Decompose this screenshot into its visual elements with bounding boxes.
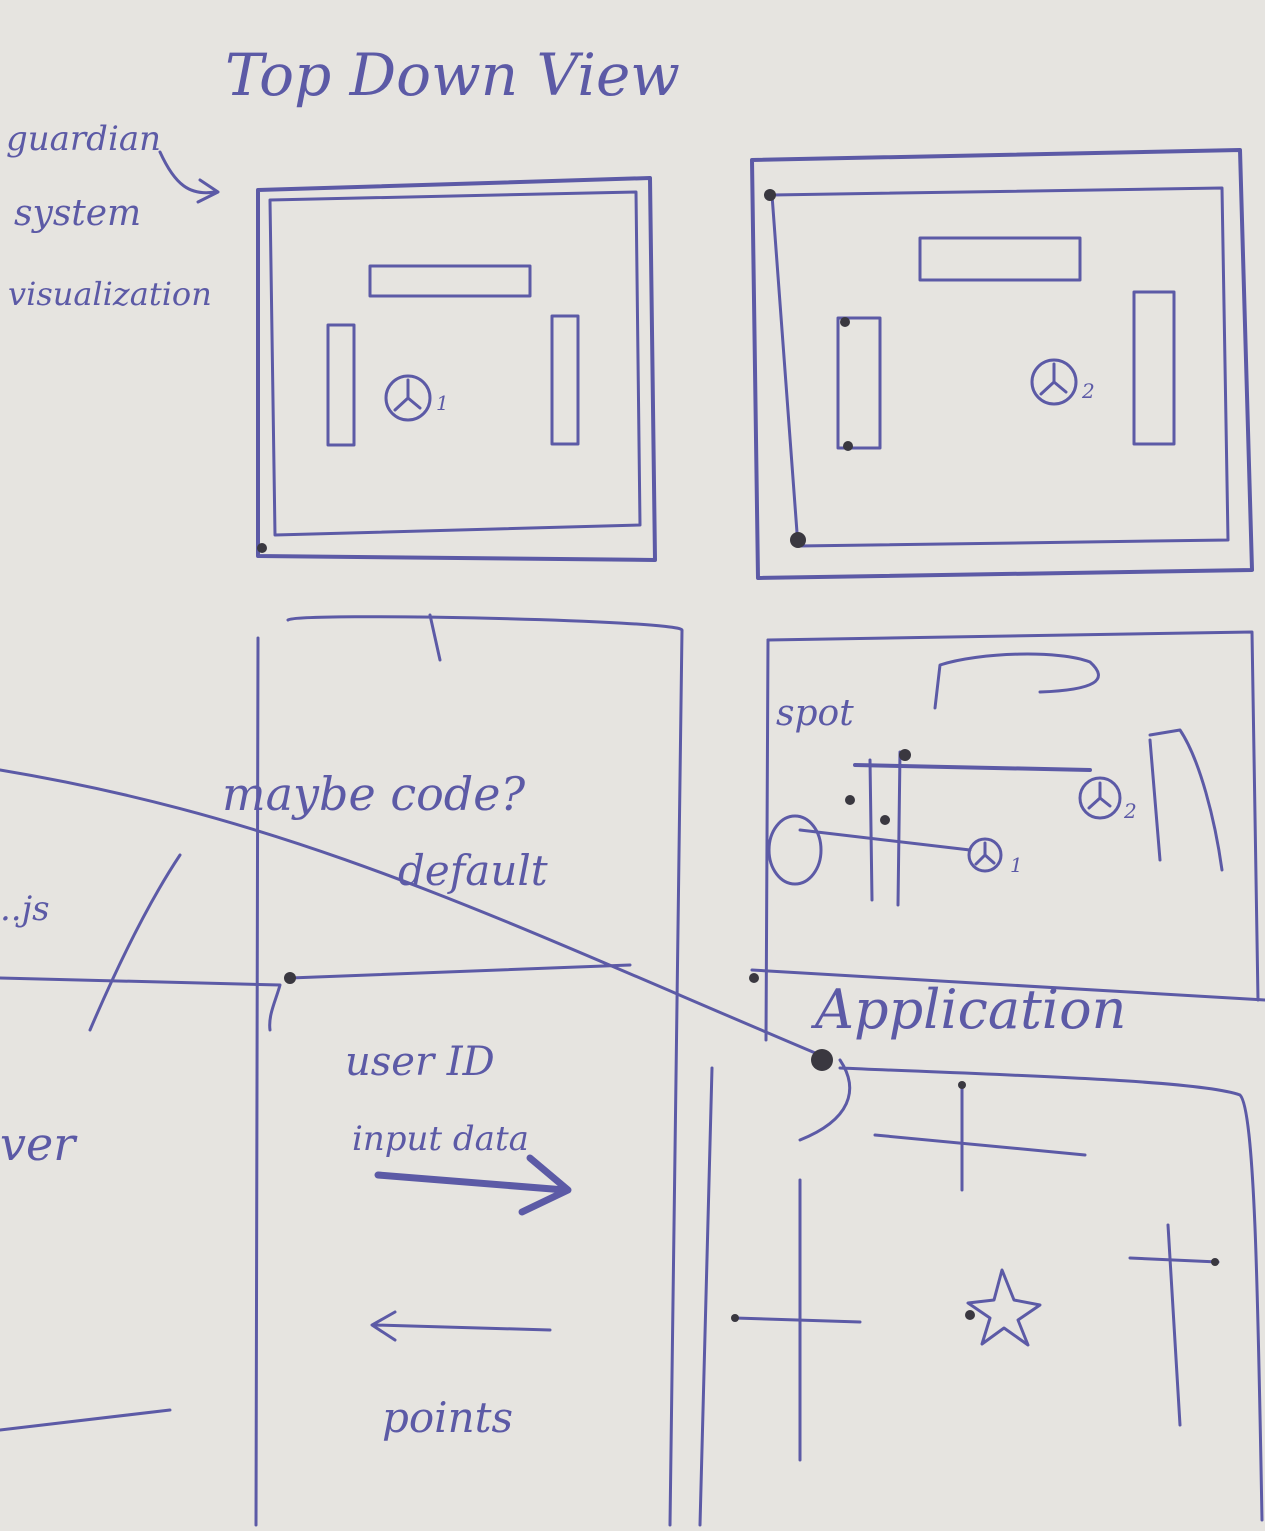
annotation-arrow <box>158 150 217 195</box>
left-fragment-bottom-line <box>0 1408 172 1432</box>
room-view-2-user-glyph <box>1039 362 1068 396</box>
room-view-2-inner <box>770 186 1230 548</box>
app-left-dot <box>731 1314 739 1322</box>
code-panel: maybe code? default <box>222 613 684 1527</box>
app-top-dot <box>958 1081 966 1089</box>
application-panel-left-edge <box>698 1066 714 1527</box>
spot-user-2-glyph <box>1087 781 1112 810</box>
spot-user-1-glyph <box>974 841 996 866</box>
spot-dot-mid <box>880 815 890 825</box>
room-view-2: 2 <box>750 148 1254 580</box>
user-id-label: user ID <box>345 1039 495 1085</box>
application-anchor-hook <box>798 1058 852 1142</box>
application-anchor-dot <box>811 1049 833 1071</box>
app-top-bar <box>873 1133 1087 1157</box>
room-view-2-left-bar <box>836 316 882 450</box>
spot-left-user-icon <box>767 814 823 886</box>
room-view-1-user-glyph <box>393 378 422 412</box>
spot-user-2-marker: 2 <box>1123 799 1137 823</box>
spot-user-1-marker: 1 <box>1010 853 1023 877</box>
points-label: points <box>382 1393 513 1442</box>
spot-connector <box>798 828 972 852</box>
room-view-2-marker: 2 <box>1081 379 1095 403</box>
page-title: Top Down View <box>225 41 680 109</box>
annotation-line-3: visualization <box>8 275 212 313</box>
app-right-marker <box>1128 1256 1220 1264</box>
spot-dot-left <box>845 795 855 805</box>
spot-panel-border-left <box>764 638 770 1042</box>
application-panel <box>698 1049 1264 1527</box>
code-note-line-1: maybe code? <box>222 767 525 821</box>
annotation-line-1: guardian <box>6 119 161 159</box>
application-section: Application <box>749 968 1265 1041</box>
return-arrow-head <box>370 1310 397 1342</box>
spot-user-2-icon <box>1078 776 1122 820</box>
room-view-1-user-icon <box>384 374 432 422</box>
spot-panel-border-top <box>766 630 1260 1002</box>
code-panel-tick <box>428 613 442 662</box>
app-left-marker <box>733 1316 862 1324</box>
spot-panel: spot 1 2 <box>764 630 1260 1042</box>
send-arrow-head <box>518 1154 572 1216</box>
spot-scribble-bar <box>853 763 1092 772</box>
code-panel-left-edge <box>254 636 260 1527</box>
guardian-annotation: guardian system visualization <box>6 119 220 313</box>
room-view-1-left-bar <box>326 323 356 447</box>
room-view-2-top-bar <box>918 236 1082 282</box>
app-star-dot <box>965 1310 975 1320</box>
room-view-2-user-icon <box>1030 358 1078 406</box>
spot-label: spot <box>776 693 854 734</box>
spot-dot-top <box>899 749 911 761</box>
room-view-2-dot-bar-top <box>840 317 850 327</box>
left-fragment-ver: ver <box>0 1117 78 1171</box>
application-label: Application <box>810 978 1126 1041</box>
application-divider <box>750 968 1265 1002</box>
code-panel-divider-dot <box>284 972 296 984</box>
room-view-2-dot-bar-bottom <box>843 441 853 451</box>
annotation-arrow-head <box>196 178 220 204</box>
left-fragment-js: ..js <box>0 889 50 929</box>
room-view-1: 1 <box>256 176 657 562</box>
room-view-1-marker: 1 <box>436 391 449 415</box>
room-view-1-right-bar <box>550 314 580 446</box>
left-fragment-line <box>0 976 282 1032</box>
room-view-2-dot-top <box>764 189 776 201</box>
application-panel-right-edge <box>838 1066 1264 1522</box>
send-arrow-line <box>374 1171 569 1194</box>
left-fragment: ..js ver <box>0 853 282 1432</box>
application-divider-dot <box>749 973 759 983</box>
diagonal-connector-line <box>0 768 822 1057</box>
room-view-1-top-bar <box>368 264 532 298</box>
return-arrow-line <box>373 1323 552 1332</box>
spot-top-shape <box>933 652 1100 710</box>
room-view-2-dot-corner <box>790 532 806 548</box>
code-note-line-2: default <box>398 846 548 895</box>
spot-user-1-icon <box>967 837 1003 873</box>
annotation-line-2: system <box>14 193 141 234</box>
room-view-2-right-bar <box>1132 290 1176 446</box>
app-star-icon <box>966 1268 1042 1347</box>
code-panel-right-edge <box>286 615 684 1527</box>
room-view-2-outer <box>750 148 1254 580</box>
room-view-1-outer <box>256 176 657 562</box>
spot-vertical-lines <box>868 750 902 907</box>
left-fragment-diag <box>88 853 182 1032</box>
spot-right-bar <box>1148 728 1224 872</box>
room-view-1-corner-dot <box>257 543 267 553</box>
app-right-dot <box>1211 1258 1219 1266</box>
room-view-1-inner <box>268 190 642 537</box>
input-data-label: input data <box>352 1119 529 1159</box>
data-flow: user ID input data points <box>345 1039 572 1442</box>
code-panel-divider <box>288 963 632 980</box>
